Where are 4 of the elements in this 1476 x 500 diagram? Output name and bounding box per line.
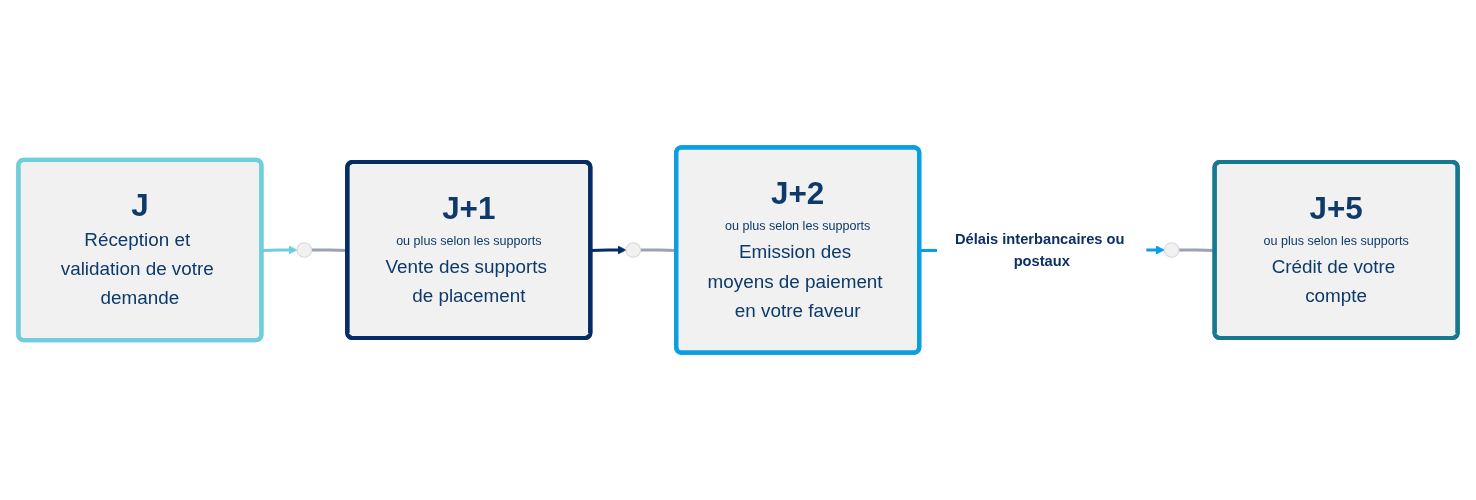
node-circle bbox=[625, 242, 642, 258]
edge-label: Délais interbancaires ou postaux bbox=[954, 230, 1125, 269]
node-circle bbox=[1163, 242, 1180, 258]
node-circle bbox=[296, 242, 313, 258]
